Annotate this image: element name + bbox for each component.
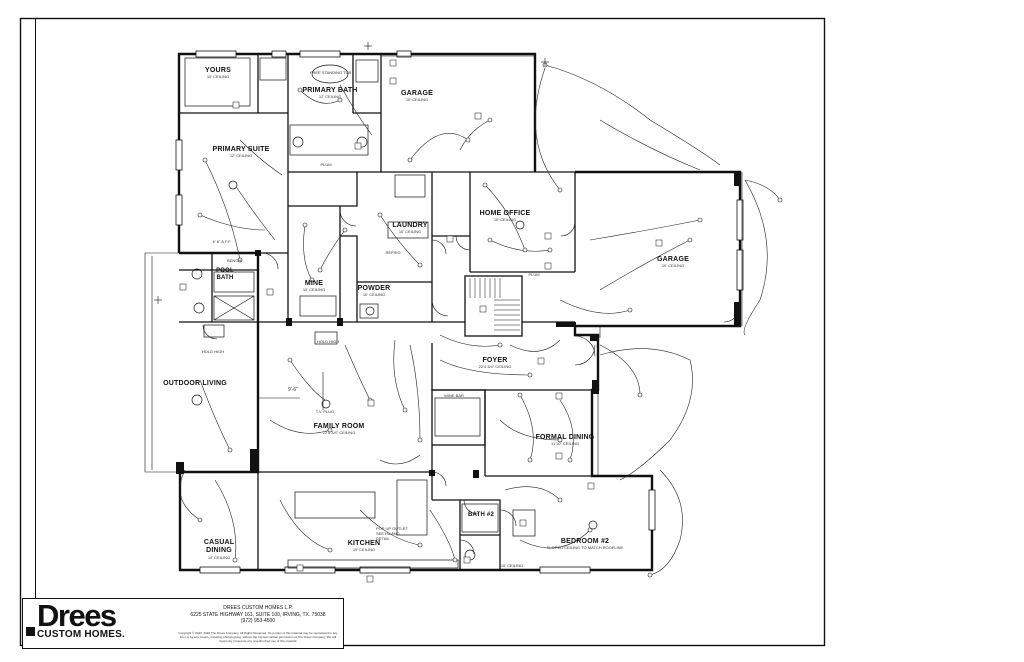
toilet-icon: [193, 302, 205, 314]
fan-icon: [321, 399, 331, 409]
interior-walls: [179, 54, 598, 570]
refrig-note: REFRIG: [385, 250, 401, 255]
room-label-family-room: FAMILY ROOM: [313, 423, 365, 430]
hold-high-note-2: HOLD HIGH: [316, 339, 340, 344]
company-phone: (972) 953-4500: [240, 618, 276, 625]
door-swings: [202, 209, 741, 555]
height-marker: [258, 372, 324, 410]
wine-bar-note: WINE BAR: [444, 393, 464, 398]
room-ceiling-bedroom-2: SLOPED CEILING TO MATCH ROOFLINE: [546, 545, 624, 550]
sheet-border: [19, 17, 826, 647]
room-label-garage-rear: GARAGE: [401, 90, 433, 97]
wall-posts: [176, 172, 740, 478]
room-ceiling-yours: 10' CEILING: [206, 74, 230, 79]
stairs: [469, 278, 520, 331]
company-address: 6225 STATE HIGHWAY 161, SUITE 100, IRVIN…: [190, 611, 326, 618]
reference-marks: [154, 42, 549, 304]
room-ceiling-powder: 10' CEILING: [362, 292, 386, 297]
fan-icon: [228, 180, 238, 190]
room-ceiling-primary-bath: 12' CEILING: [318, 94, 342, 99]
electrical-circuits: [179, 64, 781, 576]
tv-plug-note: T.V. PLUG: [315, 409, 335, 414]
aff-note: 6' 6" A.F.F.: [212, 239, 232, 244]
room-ceiling-foyer: 22'4 3/4" CEILING: [478, 364, 512, 369]
tub-icon: [311, 64, 349, 84]
room-label-primary-suite: PRIMARY SUITE: [212, 146, 270, 153]
drees-logo-mark-icon: [26, 627, 35, 636]
room-label-kitchen: KITCHEN: [347, 540, 381, 547]
fixtures: [184, 57, 536, 569]
fan-icon: [515, 220, 525, 230]
fan-icon: [588, 520, 598, 530]
ceiling-fans: [191, 180, 598, 530]
room-label-yours: YOURS: [205, 67, 231, 74]
room-label-laundry: LAUNDRY: [392, 222, 428, 229]
room-label-bath-2: BATH #2: [468, 512, 494, 518]
room-label-pool-bath: POOL BATH: [216, 268, 234, 281]
room-label-bedroom-2: BEDROOM #2: [560, 538, 610, 545]
porch-outlines: [144, 55, 743, 476]
room-ceiling-garage-side: 10' CEILING: [661, 263, 685, 268]
room-ceiling-mine: 10' CEILING: [302, 287, 326, 292]
room-ceiling-casual-dining: 10' CEILING: [207, 555, 231, 560]
windows: [175, 50, 744, 574]
company-info: DREES CUSTOM HOMES L.P. 6225 STATE HIGHW…: [178, 605, 338, 625]
popup-outlet-note: POP UP OUTLET SEE ISLAND DETAIL: [376, 526, 408, 541]
room-ceiling-primary-suite: 12' CEILING: [229, 153, 253, 158]
room-label-mine: MINE: [304, 280, 324, 287]
room-ceiling-garage-rear: 10' CEILING: [405, 97, 429, 102]
drees-logo-subtitle: CUSTOM HOMES.: [37, 629, 125, 640]
company-name: DREES CUSTOM HOMES L.P.: [223, 605, 293, 611]
room-label-formal-dining: FORMAL DINING: [535, 434, 595, 441]
room-label-outdoor-living: OUTDOOR LIVING: [163, 380, 227, 387]
room-ceiling-home-office: 10' CEILING: [493, 217, 517, 222]
switch-tags: [179, 59, 663, 583]
height-note: 9'-6": [288, 387, 298, 393]
plum-note: PLUM: [320, 162, 332, 167]
room-label-casual-dining: CASUAL DINING: [203, 539, 235, 554]
plum-note-2: PLUM: [528, 272, 540, 277]
room-ceiling-bath-2: 10' CEILING: [500, 563, 524, 568]
room-label-primary-bath: PRIMARY BATH: [302, 87, 358, 94]
room-label-bench: BENCH: [226, 258, 241, 263]
room-label-home-office: HOME OFFICE: [479, 210, 531, 217]
room-ceiling-formal-dining: 11'10" CEILING: [551, 441, 579, 446]
drees-logo-wordmark: Drees: [37, 598, 117, 633]
hold-high-note: HOLD HIGH: [201, 349, 225, 354]
room-ceiling-laundry: 10' CEILING: [398, 229, 422, 234]
room-label-powder: POWDER: [357, 285, 391, 292]
room-label-garage-side: GARAGE: [657, 256, 689, 263]
room-ceiling-family-room: 22'4 3/4" CEILING: [322, 430, 356, 435]
room-ceiling-kitchen: 10' CEILING: [352, 547, 376, 552]
title-block: Drees CUSTOM HOMES. DREES CUSTOM HOMES L…: [22, 598, 344, 649]
fan-icon: [191, 394, 203, 406]
copyright-notice: Copyright © 2020, 2020 The Drees Company…: [178, 631, 338, 643]
tub-note: FREE STANDING TUB: [310, 70, 352, 75]
room-label-foyer: FOYER: [482, 357, 508, 364]
